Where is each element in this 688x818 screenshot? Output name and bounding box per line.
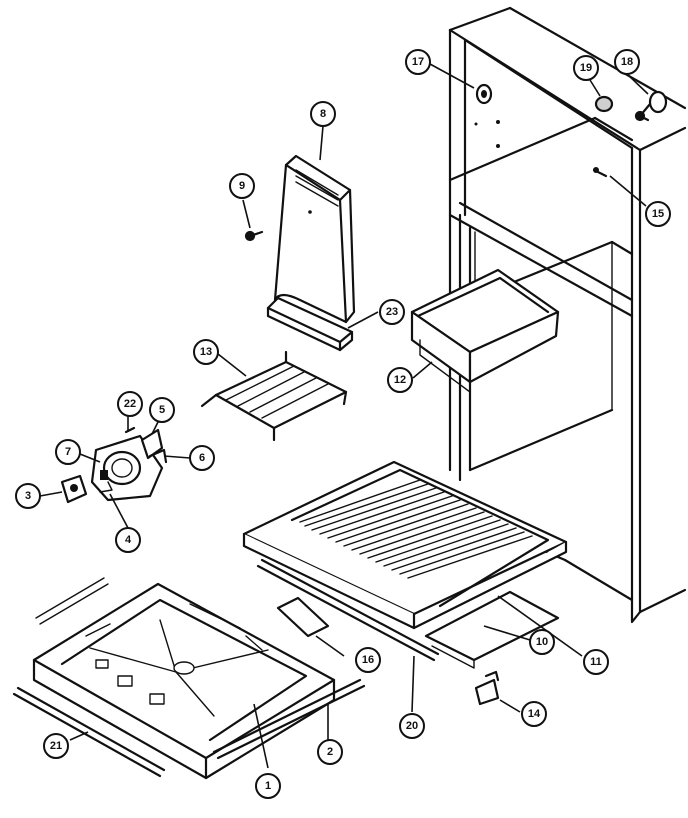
callout-number: 14 xyxy=(528,708,541,720)
callout-circle xyxy=(379,299,405,325)
callout-21: 21 xyxy=(43,733,69,759)
duct-base-part xyxy=(266,296,354,352)
callout-23: 23 xyxy=(379,299,405,325)
callout-number: 20 xyxy=(406,720,418,732)
callout-circle xyxy=(529,629,555,655)
callout-circle xyxy=(317,739,343,765)
callout-3: 3 xyxy=(15,483,41,509)
light-bulb-part xyxy=(634,90,668,122)
callout-circle xyxy=(387,367,413,393)
callout-number: 4 xyxy=(125,534,132,546)
callout-12: 12 xyxy=(387,367,413,393)
callout-circle xyxy=(310,101,336,127)
callout-circle xyxy=(229,173,255,199)
callout-10: 10 xyxy=(529,629,555,655)
callout-circle xyxy=(355,647,381,673)
callout-number: 11 xyxy=(590,656,602,668)
callout-circle xyxy=(521,701,547,727)
crisper-glass-part xyxy=(424,590,560,669)
callout-14: 14 xyxy=(521,701,547,727)
callout-2: 2 xyxy=(317,739,343,765)
pan-front-rail-part xyxy=(12,577,166,778)
callout-number: 17 xyxy=(412,56,424,68)
callout-number: 5 xyxy=(159,404,165,416)
pan-side-rail-part xyxy=(212,678,366,760)
callout-circle xyxy=(117,391,143,417)
callout-18: 18 xyxy=(614,49,640,75)
callout-6: 6 xyxy=(189,445,215,471)
thermostat-knob-part xyxy=(475,83,493,105)
shelf-clip-part xyxy=(474,670,500,706)
callout-circle xyxy=(399,713,425,739)
keeper-tray-part xyxy=(410,268,560,393)
damper-control-assembly xyxy=(90,434,164,502)
callout-circle xyxy=(573,55,599,81)
callout-circle xyxy=(55,439,81,465)
callout-11: 11 xyxy=(583,649,609,675)
callout-circle xyxy=(645,201,671,227)
callout-circle xyxy=(193,339,219,365)
callout-19: 19 xyxy=(573,55,599,81)
callout-number: 13 xyxy=(200,346,212,358)
callout-number: 21 xyxy=(50,740,62,752)
wire-shelf-part xyxy=(200,350,348,442)
callout-5: 5 xyxy=(149,397,175,423)
callout-22: 22 xyxy=(117,391,143,417)
crisper-cover-frame-part xyxy=(242,460,568,630)
trim-rail-part xyxy=(256,558,440,662)
control-knob-part xyxy=(60,474,88,504)
callout-number: 2 xyxy=(327,746,333,758)
callout-9: 9 xyxy=(229,173,255,199)
callout-number: 9 xyxy=(239,180,245,192)
callout-circle xyxy=(149,397,175,423)
callout-circle xyxy=(15,483,41,509)
callout-number: 8 xyxy=(320,108,326,120)
crisper-pan-part xyxy=(32,582,336,780)
callout-circle xyxy=(405,49,431,75)
callout-1: 1 xyxy=(255,773,281,799)
leader-lines xyxy=(39,63,649,769)
callout-circle xyxy=(189,445,215,471)
callout-number: 19 xyxy=(580,62,592,74)
callout-number: 16 xyxy=(362,654,374,666)
callout-4: 4 xyxy=(115,527,141,553)
callout-number: 23 xyxy=(386,306,398,318)
duct-screw-part xyxy=(244,230,264,242)
callout-number: 6 xyxy=(199,452,205,464)
screw-part xyxy=(592,167,608,178)
callout-number: 3 xyxy=(25,490,31,502)
callout-20: 20 xyxy=(399,713,425,739)
callout-8: 8 xyxy=(310,101,336,127)
callout-circle xyxy=(115,527,141,553)
callout-15: 15 xyxy=(645,201,671,227)
light-socket-part xyxy=(594,95,614,113)
callout-number: 12 xyxy=(394,374,406,386)
callout-circle xyxy=(583,649,609,675)
callout-7: 7 xyxy=(55,439,81,465)
refrigerator-cabinet xyxy=(448,6,687,624)
callout-16: 16 xyxy=(355,647,381,673)
callout-number: 7 xyxy=(65,446,71,458)
callout-13: 13 xyxy=(193,339,219,365)
callout-number: 18 xyxy=(621,56,633,68)
air-duct-cover-part xyxy=(273,154,356,324)
callout-number: 10 xyxy=(536,636,548,648)
callout-circle xyxy=(43,733,69,759)
callout-number: 15 xyxy=(652,208,664,220)
filter-panel-part xyxy=(276,596,330,638)
callout-circle xyxy=(255,773,281,799)
callout-circle xyxy=(614,49,640,75)
callout-17: 17 xyxy=(405,49,431,75)
callout-number: 1 xyxy=(265,780,271,792)
callout-number: 22 xyxy=(124,398,136,410)
